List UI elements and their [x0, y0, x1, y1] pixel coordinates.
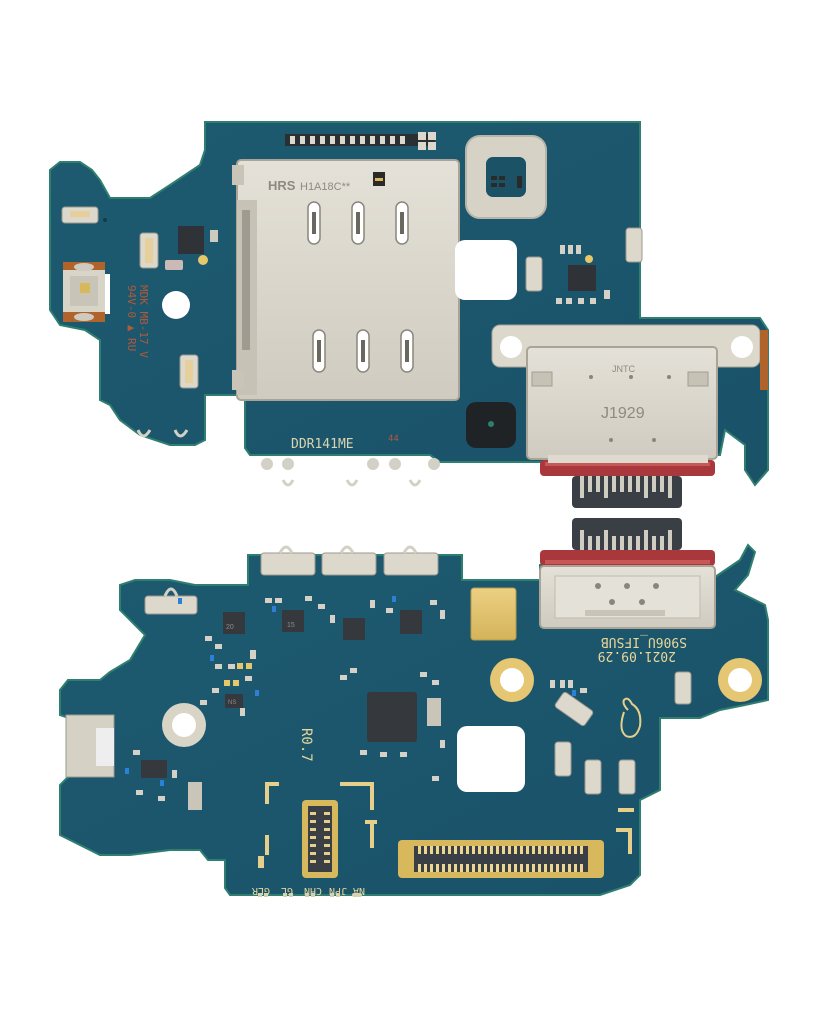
region-label-na: NA [353, 885, 365, 896]
region-label-chn: CHN [304, 885, 322, 896]
connector-code: J1929 [601, 405, 645, 422]
spring-contact [525, 256, 543, 292]
top-board: MDK MB-17 V 94V-0 ▲ RU HRS H1A18C** [49, 121, 769, 508]
board-cutout [457, 726, 525, 792]
silkscreen-markers [258, 782, 634, 868]
solder-tabs [261, 458, 440, 470]
spring-contacts [554, 671, 692, 795]
q-logo [620, 697, 642, 738]
region-label-glr: GLR [251, 885, 270, 896]
btb-connector-large [398, 840, 604, 878]
side-marking-2: 94V-0 ▲ RU [125, 285, 138, 351]
ic-chip [282, 610, 304, 632]
model-label: S906U_IFSUB [601, 634, 687, 649]
ic-chip [568, 265, 596, 291]
screw-hole [731, 336, 753, 358]
chip-marking: NS [228, 700, 236, 706]
sim-tray-marking: H1A18C** [300, 181, 351, 193]
sim-card-tray: HRS H1A18C** [232, 159, 460, 401]
chip-marking: 20 [226, 624, 234, 631]
usbc-connector-bottom [539, 518, 716, 629]
region-labels: GLR GL CHN JPN NA [251, 885, 365, 897]
date-label: 2021.09.29 [598, 648, 676, 663]
board-cutout [455, 240, 517, 300]
region-label-jpn: JPN [329, 885, 347, 896]
main-ic [367, 692, 417, 742]
side-marking-1: MDK MB-17 V [137, 285, 150, 358]
spring-contact-row [144, 545, 439, 615]
ic-chip [178, 226, 204, 254]
ic-chip [225, 694, 243, 708]
revision-label: R0.7 [298, 728, 314, 762]
silkscreen-suffix: 44 [388, 434, 399, 444]
bottom-board: S906U_IFSUB 2021.09.29 R0.7 15 20 NS [59, 518, 769, 897]
tantalum-capacitor [470, 587, 517, 641]
region-label-gl: GL [281, 885, 293, 896]
ic-chip [343, 618, 365, 640]
ic-chip [223, 612, 245, 634]
connector-brand: JNTC [612, 364, 635, 374]
screw-hole [500, 336, 522, 358]
mounting-hole [162, 291, 190, 319]
chip-marking: 15 [287, 622, 295, 629]
ic-chip [141, 760, 167, 778]
sensor-shield [465, 135, 547, 219]
sim-tray-logo: HRS [268, 178, 296, 193]
usbc-connector-top: JNTC J1929 [491, 324, 761, 508]
btb-connector-small [302, 800, 338, 878]
spring-contact [625, 227, 643, 263]
ic-chip [400, 610, 422, 634]
passive-components [125, 596, 587, 801]
silkscreen-ddr: DDR141ME [291, 437, 354, 452]
